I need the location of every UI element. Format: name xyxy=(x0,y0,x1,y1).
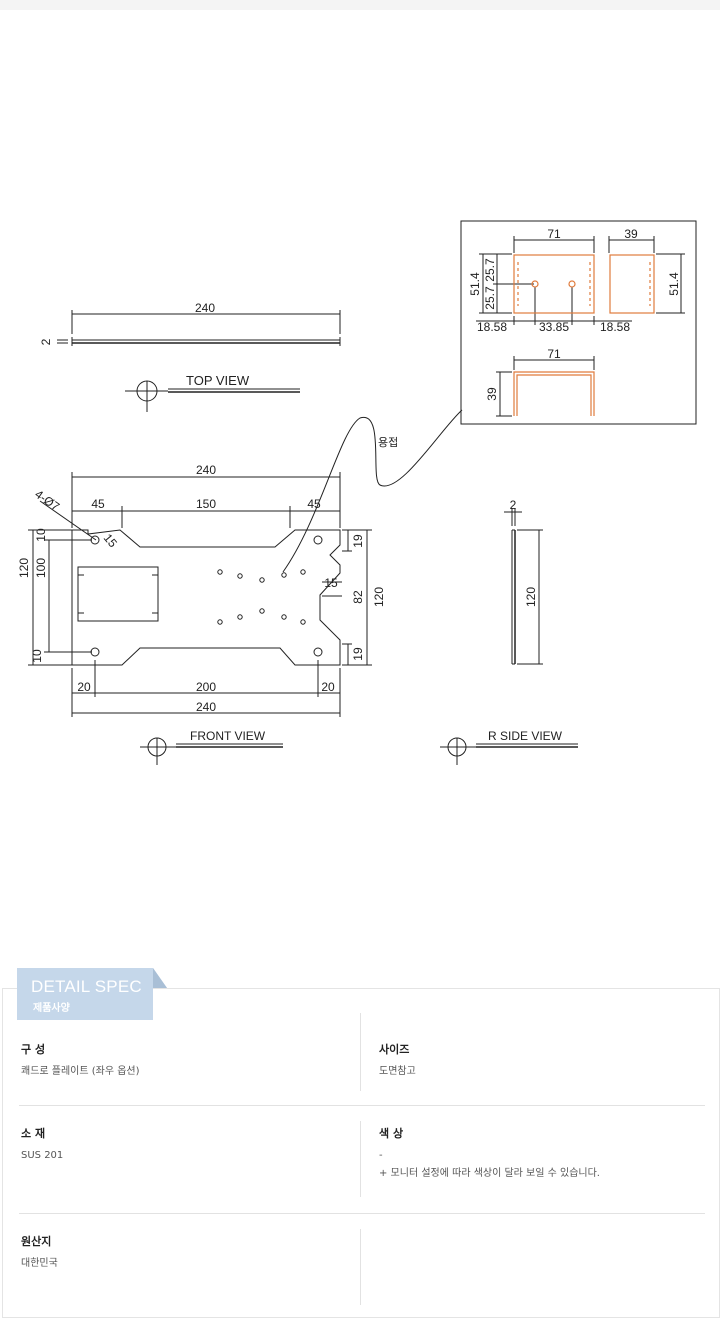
front-dim-mid: 150 xyxy=(196,497,216,511)
spec-value: 대한민국 xyxy=(21,1258,58,1269)
front-dim-120-right: 120 xyxy=(372,587,386,607)
spec-value-line: - xyxy=(379,1150,383,1161)
divider xyxy=(19,1105,705,1106)
side-dim-height: 120 xyxy=(524,587,538,607)
top-view xyxy=(57,310,341,412)
spec-item-composition: 구 성 쾌드로 플레이트 (좌우 옵션) xyxy=(21,1041,140,1081)
technical-drawing: 240 2 TOP VIEW 240 45 150 45 4-Ø7 15 120… xyxy=(17,220,697,765)
detail-dim-18-58-right: 18.58 xyxy=(600,320,630,334)
spec-panel: 구 성 쾌드로 플레이트 (좌우 옵션) 사이즈 도면참고 소 재 SUS 20… xyxy=(2,988,720,1318)
detail-dim-71-b: 71 xyxy=(547,347,561,361)
top-strip xyxy=(0,0,720,10)
divider xyxy=(360,1121,361,1197)
front-dim-total-top: 240 xyxy=(196,463,216,477)
front-view-title: FRONT VIEW xyxy=(190,729,266,743)
spec-label: 색 상 xyxy=(379,1127,404,1140)
divider xyxy=(360,1013,361,1091)
side-view-title: R SIDE VIEW xyxy=(488,729,563,743)
spec-item-material: 소 재 SUS 201 xyxy=(21,1125,63,1165)
front-dim-total-bottom: 240 xyxy=(196,700,216,714)
side-dim-thickness: 2 xyxy=(510,498,517,512)
front-dim-height-100: 100 xyxy=(34,558,48,578)
spec-value: SUS 201 xyxy=(21,1150,64,1161)
front-dim-19-bottom: 19 xyxy=(351,647,365,661)
front-dim-height-120: 120 xyxy=(17,558,31,578)
top-view-dim-length: 240 xyxy=(195,301,215,315)
front-dim-19-top: 19 xyxy=(351,534,365,548)
spec-label: 사이즈 xyxy=(379,1043,410,1056)
spec-tab-shape xyxy=(17,968,167,1020)
detail-dim-51-4-right: 51.4 xyxy=(667,272,681,296)
top-view-title: TOP VIEW xyxy=(186,373,250,388)
front-dim-left: 45 xyxy=(91,497,105,511)
spec-item-origin: 원산지 대한민국 xyxy=(21,1233,58,1273)
spec-value-line: + 모니터 설정에 따라 색상이 달라 보일 수 있습니다. xyxy=(379,1168,600,1179)
detail-dim-25-7-a: 25.7 xyxy=(483,258,497,282)
front-view xyxy=(28,472,372,765)
spec-value: 도면참고 xyxy=(379,1066,416,1077)
front-dim-15-top: 15 xyxy=(101,531,121,550)
detail-dim-39-a: 39 xyxy=(624,227,638,241)
detail-box xyxy=(460,220,697,425)
spec-tab-title: DETAIL SPEC xyxy=(31,977,142,996)
divider xyxy=(19,1213,705,1214)
front-hole-note: 4-Ø7 xyxy=(32,487,62,514)
detail-parts xyxy=(513,254,655,416)
detail-spec-section: 구 성 쾌드로 플레이트 (좌우 옵션) 사이즈 도면참고 소 재 SUS 20… xyxy=(0,968,720,1318)
spec-tab: DETAIL SPEC 제품사양 xyxy=(17,968,167,1020)
weld-label: 용접 xyxy=(378,436,398,449)
spec-value: 쾌드로 플레이트 (좌우 옵션) xyxy=(21,1066,140,1077)
detail-dim-39-b: 39 xyxy=(485,387,499,401)
spec-item-size: 사이즈 도면참고 xyxy=(379,1041,416,1081)
spec-label: 구 성 xyxy=(21,1043,46,1056)
spec-item-color: 색 상 - + 모니터 설정에 따라 색상이 달라 보일 수 있습니다. xyxy=(379,1125,600,1183)
side-view xyxy=(440,508,578,765)
top-view-dim-thickness: 2 xyxy=(39,338,53,345)
spec-value: - + 모니터 설정에 따라 색상이 달라 보일 수 있습니다. xyxy=(379,1147,600,1183)
divider xyxy=(360,1229,361,1305)
spec-label: 소 재 xyxy=(21,1127,46,1140)
front-dim-200: 200 xyxy=(196,680,216,694)
spec-label: 원산지 xyxy=(21,1235,52,1248)
detail-dim-71-a: 71 xyxy=(547,227,561,241)
front-dim-right: 45 xyxy=(307,497,321,511)
front-dim-10-bottom: 10 xyxy=(30,649,44,663)
detail-dim-51-4-left: 51.4 xyxy=(468,272,482,296)
front-dim-15-right: 15 xyxy=(324,576,338,590)
front-dim-20-left: 20 xyxy=(77,680,91,694)
front-dim-82: 82 xyxy=(351,590,365,604)
detail-dim-25-7-b: 25.7 xyxy=(483,286,497,310)
front-dim-20-right: 20 xyxy=(321,680,335,694)
front-dim-10-top: 10 xyxy=(34,528,48,542)
detail-dim-33-85: 33.85 xyxy=(539,320,569,334)
detail-dim-18-58-left: 18.58 xyxy=(477,320,507,334)
spec-tab-subtitle: 제품사양 xyxy=(33,1003,70,1014)
